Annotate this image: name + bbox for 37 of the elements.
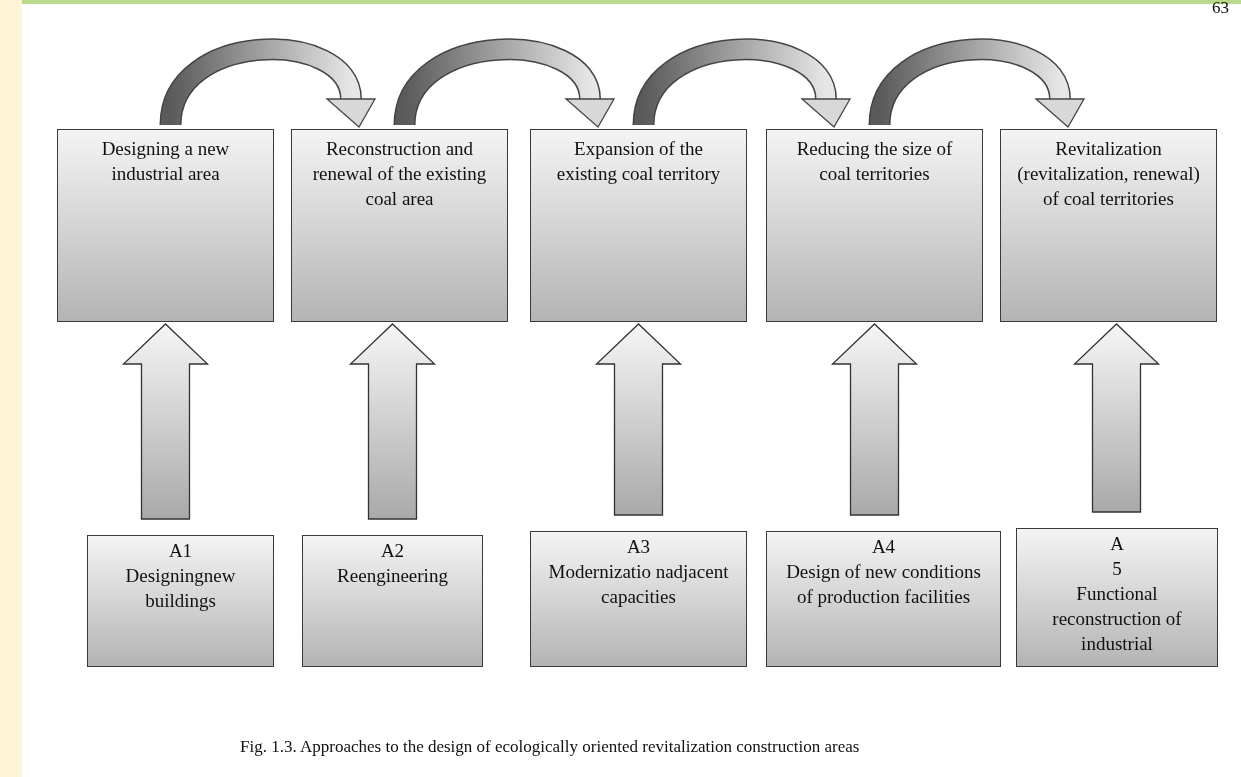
up-block-arrow — [594, 323, 683, 516]
box-code: A1 — [168, 539, 193, 563]
box-code: A3 — [626, 535, 651, 559]
box-text: Expansion of the existing coal territory — [555, 137, 722, 186]
box-text: Reconstruction and renewal of the existing coal area — [311, 137, 488, 211]
curved-arrow — [159, 38, 377, 128]
curved-arrow — [393, 38, 616, 128]
box-text: Designing a new industrial area — [100, 137, 231, 186]
up-block-arrow — [348, 323, 437, 520]
box-text: Reengineering — [337, 564, 448, 588]
process-box — [302, 535, 483, 667]
figure-caption: Fig. 1.3. Approaches to the design of ecologically oriented revitalization construction areas — [240, 737, 860, 757]
up-block-arrow — [121, 323, 210, 520]
process-box — [530, 129, 747, 322]
process-box — [1016, 528, 1218, 667]
process-box — [1000, 129, 1217, 322]
curved-arrow — [632, 38, 852, 128]
box-text: Revitalization (revitalization, renewal) of coal territories — [1017, 137, 1200, 211]
box-text: Design of new conditions of production facilities — [785, 560, 982, 609]
process-box — [766, 531, 1001, 667]
box-code: A2 — [380, 539, 405, 563]
box-code: A4 — [871, 535, 896, 559]
box-code: A — [1110, 532, 1124, 556]
process-box — [87, 535, 274, 667]
process-box — [530, 531, 747, 667]
process-box — [766, 129, 983, 322]
process-box — [291, 129, 508, 322]
up-block-arrow — [1072, 323, 1161, 513]
up-block-arrow — [830, 323, 919, 516]
curved-arrow — [868, 38, 1086, 128]
box-text: Functional reconstruction of industrial — [1051, 582, 1183, 656]
box-text: 5 — [1112, 557, 1122, 581]
box-text: Reducing the size of coal territories — [795, 137, 954, 186]
box-text: Modernizatio nadjacent capacities — [547, 560, 730, 609]
box-text: Designingnew buildings — [124, 564, 237, 613]
page-number: 63 — [1212, 0, 1229, 18]
process-box — [57, 129, 274, 322]
